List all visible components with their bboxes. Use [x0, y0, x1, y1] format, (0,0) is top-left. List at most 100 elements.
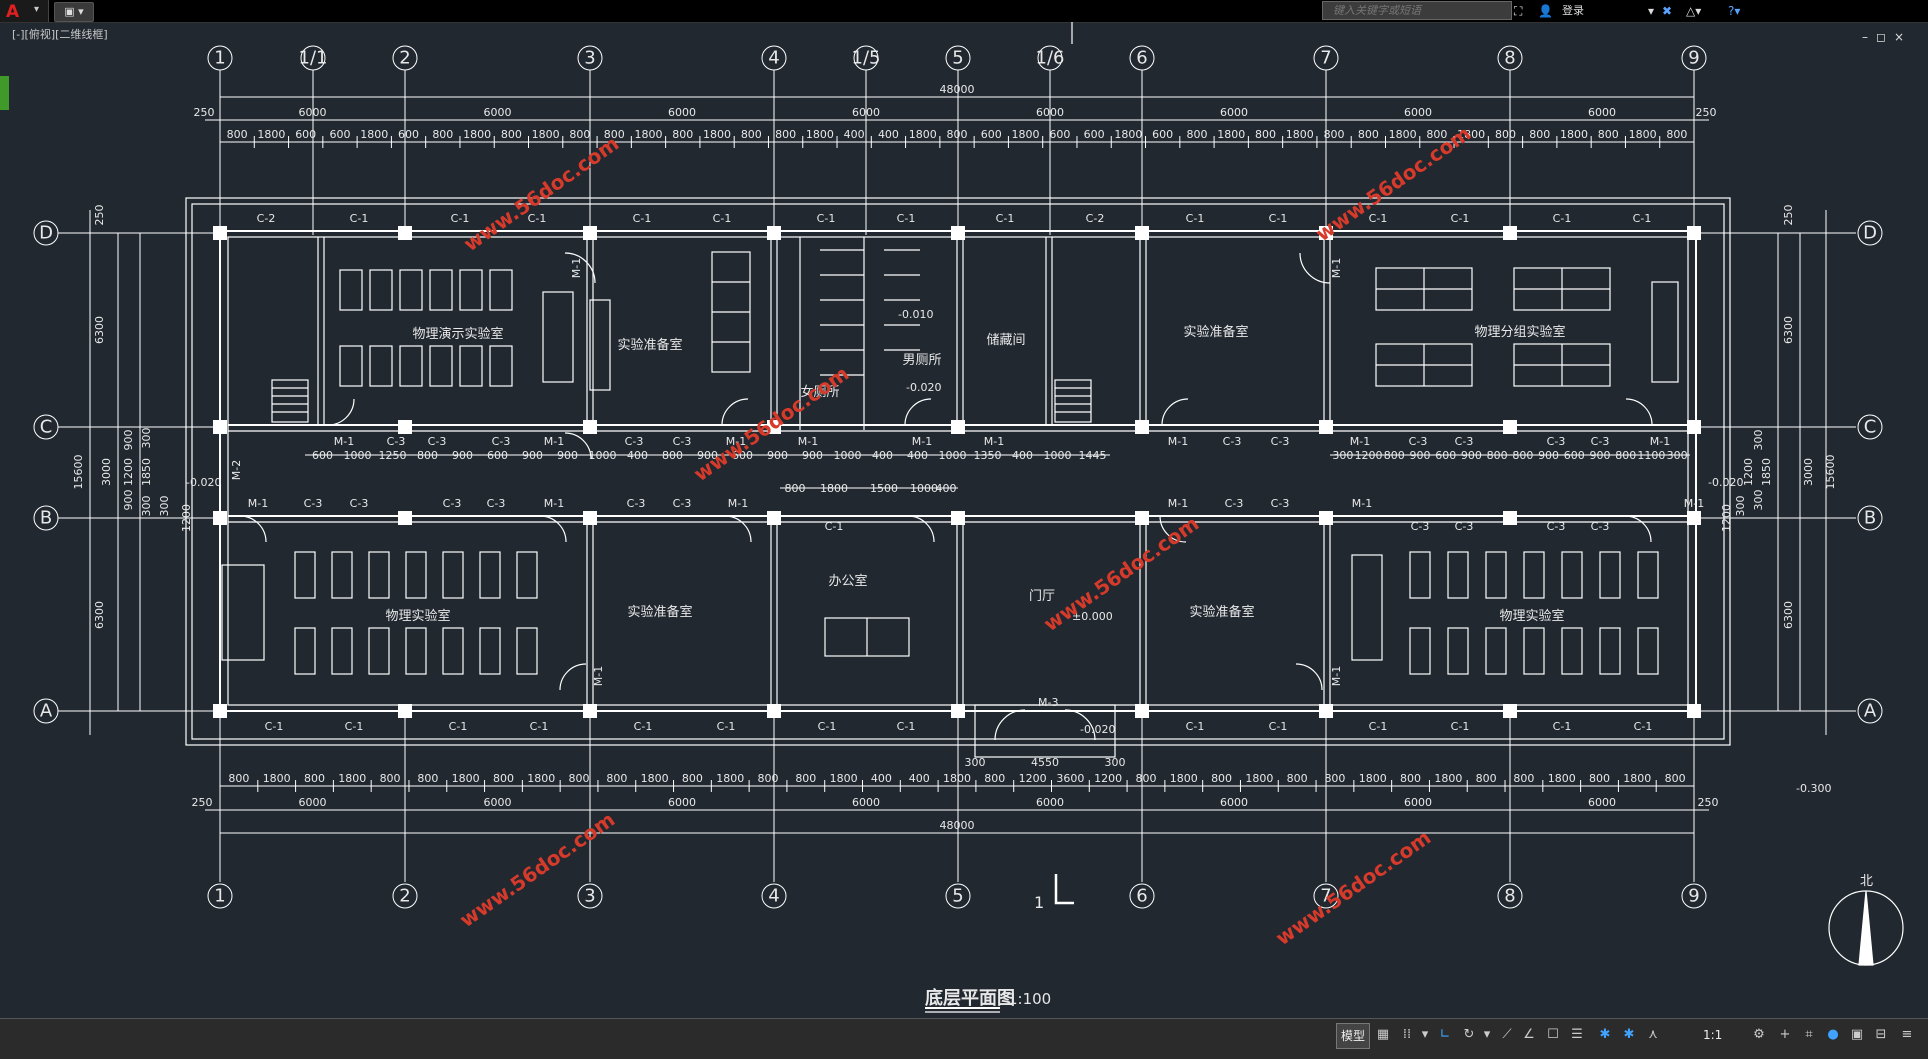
viewport-controls[interactable]: [-][俯视][二维线框]: [12, 28, 108, 41]
segment-dim-bottom: 800: [1589, 772, 1610, 785]
window-tag: C-1: [818, 720, 837, 733]
window-tag: M-1: [1352, 497, 1372, 510]
segment-dim-top: 800: [1666, 128, 1687, 141]
auto-scale-icon[interactable]: ⋏: [1648, 1027, 1658, 1042]
axis-label-left: C: [40, 417, 53, 438]
segment-dim-top: 1800: [1012, 128, 1040, 141]
right-dim-text: 300: [1752, 430, 1765, 451]
room-label-prep-room-2: 实验准备室: [1183, 324, 1248, 340]
segment-dim-top: 600: [1152, 128, 1173, 141]
annotation-scale-icon[interactable]: ✱: [1599, 1027, 1611, 1042]
segment-dim-top: 600: [398, 128, 419, 141]
snap-icon[interactable]: ⁞⁞: [1402, 1027, 1412, 1042]
axis-bubble: [33, 414, 59, 440]
segment-dim-top: 800: [227, 128, 248, 141]
hardware-acceleration-icon[interactable]: ▣: [1850, 1027, 1864, 1042]
application-menu-button[interactable]: A ▾: [0, 0, 49, 22]
north-label: 北: [1860, 874, 1873, 889]
window-tag: C-1: [449, 720, 468, 733]
snap-tracking-icon[interactable]: ☐: [1547, 1027, 1559, 1042]
window-tag: C-1: [1186, 212, 1205, 225]
quick-access-toolbar-button[interactable]: ▣ ▾: [54, 2, 94, 22]
drawing-canvas[interactable]: 11/12341/551/66789123456789DDCCBBAA48000…: [0, 22, 1928, 1018]
lineweight-icon[interactable]: ☰: [1571, 1027, 1583, 1042]
window-tag: M-1: [1168, 435, 1188, 448]
structural-column: [1687, 511, 1701, 525]
polar-icon[interactable]: ↻: [1463, 1027, 1475, 1042]
elevation-stair-right: -0.020: [1708, 476, 1743, 489]
help-icon[interactable]: ?▾: [1728, 4, 1741, 18]
elevation-outdoor: -0.300: [1796, 782, 1831, 795]
dropdown-arrow-icon[interactable]: ▾: [1648, 4, 1655, 18]
window-tag: C-3: [1411, 520, 1430, 533]
window-tag: C-1: [265, 720, 284, 733]
plus-icon[interactable]: +: [1779, 1027, 1791, 1042]
chevron-down-icon[interactable]: ▾: [1421, 1027, 1429, 1042]
isodraft-icon[interactable]: ⟋: [1502, 1027, 1512, 1042]
left-dim-text: 1200: [180, 504, 193, 532]
axis-bubble: [1497, 883, 1523, 909]
left-dim-text: 300: [158, 496, 171, 517]
axis-bubble: [945, 45, 971, 71]
segment-dim-bottom: 1800: [452, 772, 480, 785]
autocad-logo-icon: A: [6, 2, 20, 22]
model-space-button[interactable]: 模型: [1336, 1023, 1370, 1049]
segment-dim-top: 1800: [806, 128, 834, 141]
axis-bubble: [577, 45, 603, 71]
clean-screen-icon[interactable]: ⊟: [1875, 1027, 1887, 1042]
bay-dim-bottom: 6000: [1404, 796, 1432, 809]
drawing-window-controls[interactable]: –◻×: [1862, 30, 1913, 44]
window-tag: C-1: [825, 520, 844, 533]
grid-icon[interactable]: ▦: [1376, 1027, 1390, 1042]
overall-dim-top: 48000: [940, 83, 975, 96]
bay-dim-top: 6000: [1588, 106, 1616, 119]
window-tag: C-3: [1455, 435, 1474, 448]
segment-dim-bottom: 1800: [1623, 772, 1651, 785]
right-dim-text: 3000: [1802, 458, 1815, 486]
menu-icon[interactable]: ≡: [1901, 1027, 1913, 1042]
login-button[interactable]: 登录: [1562, 4, 1584, 17]
ortho-icon[interactable]: ∟: [1439, 1027, 1451, 1042]
drawing-title: 底层平面图: [925, 987, 1015, 1009]
axis-bubble: [1313, 883, 1339, 909]
chevron-down-icon[interactable]: ▾: [1483, 1027, 1491, 1042]
axis-label-right: C: [1864, 417, 1877, 438]
binoculars-icon[interactable]: ⛶: [1514, 4, 1523, 18]
corridor-dim-text: 1250: [379, 449, 407, 462]
axis-bubble: [761, 883, 787, 909]
annotation-scale-value[interactable]: 1:1: [1703, 1028, 1723, 1042]
room-label-lobby: 门厅: [1029, 589, 1055, 604]
room-label-prep-room-4: 实验准备室: [1189, 604, 1254, 620]
room-label-storage: 储藏间: [986, 333, 1025, 348]
door-tag-vertical: M-1: [1330, 666, 1343, 686]
segment-dim-top: 1800: [1217, 128, 1245, 141]
annotation-visibility-icon[interactable]: ✱: [1623, 1027, 1635, 1042]
window-tag: C-3: [1591, 435, 1610, 448]
window-tag: C-1: [1269, 212, 1288, 225]
segment-dim-bottom: 800: [795, 772, 816, 785]
window-tag: C-3: [625, 435, 644, 448]
bay-dim-bottom: 6000: [484, 796, 512, 809]
left-dim-text: 6300: [93, 316, 106, 344]
axis-bubble: [392, 45, 418, 71]
side-panel-tab[interactable]: [0, 76, 9, 110]
user-icon[interactable]: 👤: [1538, 4, 1553, 18]
axis-label-top: 7: [1320, 48, 1331, 69]
axis-bubble: [1497, 45, 1523, 71]
exchange-icon[interactable]: ✖: [1662, 4, 1673, 18]
isolate-objects-icon[interactable]: ●: [1827, 1027, 1839, 1042]
segment-dim-bottom: 800: [380, 772, 401, 785]
window-tag: C-3: [492, 435, 511, 448]
gear-icon[interactable]: ⚙: [1753, 1027, 1765, 1042]
object-snap-icon[interactable]: ∠: [1523, 1027, 1535, 1042]
units-icon[interactable]: ⌗: [1805, 1027, 1813, 1042]
axis-label-bottom: 3: [584, 886, 595, 907]
segment-dim-bottom: 800: [984, 772, 1005, 785]
axis-label-top: 2: [399, 48, 410, 69]
window-tag: C-1: [717, 720, 736, 733]
window-tag: M-1: [1350, 435, 1370, 448]
corridor-dim-text: 1000: [1044, 449, 1072, 462]
search-input[interactable]: [1322, 1, 1512, 20]
connect-icon[interactable]: △▾: [1686, 4, 1702, 18]
